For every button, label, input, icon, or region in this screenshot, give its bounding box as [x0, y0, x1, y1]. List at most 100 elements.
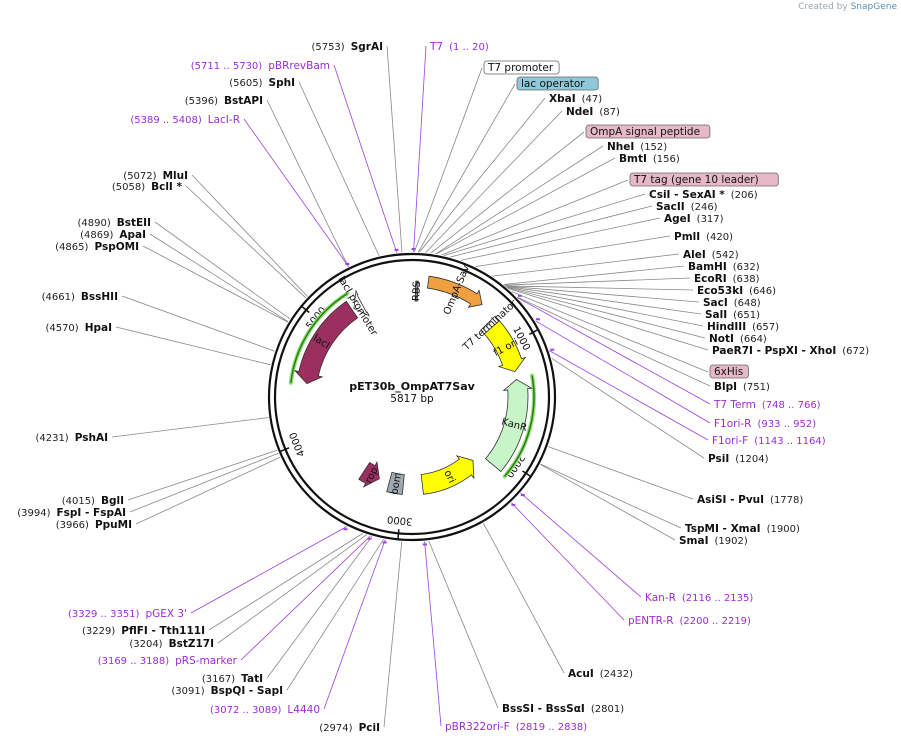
plasmid-name: pET30b_OmpAT7Sav — [349, 380, 475, 393]
site-label: (5711 .. 5730) pBRrevBam — [191, 60, 330, 72]
site-label-part: (3994) — [17, 508, 50, 519]
site-label: XbaI(47) — [549, 93, 602, 105]
site-labels: (5753)SgrAI(5711 .. 5730)pBRrevBam(5605)… — [17, 41, 869, 734]
site-label-part: (3329 .. 3351) — [68, 609, 140, 620]
site-label-part: (748 .. 766) — [762, 400, 821, 411]
site-label-part: EcoRI — [694, 273, 727, 285]
site-label-part: NotI — [709, 333, 734, 345]
leader-line — [504, 277, 691, 286]
tick-mark — [397, 529, 400, 539]
site-label-part: (3167) — [202, 674, 235, 685]
leader-line — [540, 464, 676, 541]
leader-line — [508, 288, 709, 351]
leader-line — [115, 326, 271, 366]
leader-line — [129, 452, 279, 513]
site-label-part: (1204) — [735, 454, 768, 465]
tick-mark — [301, 306, 310, 314]
site-label-part: BspQI — [211, 685, 246, 697]
site-label-part: PflFI — [121, 625, 148, 637]
feature-label: RBS — [411, 281, 423, 301]
site-label-part: (317) — [697, 214, 724, 225]
site-label-part: F1ori-R — [714, 418, 751, 430]
leader-line — [505, 285, 694, 291]
site-label: BmtI(156) — [619, 153, 680, 165]
leader-line — [111, 417, 269, 438]
site-label-part: (651) — [733, 310, 760, 321]
site-label: (4231)PshAI — [35, 432, 108, 444]
site-label: (3204)BstZ17I — [129, 638, 214, 650]
site-label-part: pBRrevBam — [268, 60, 330, 72]
site-label-part: TspMI — [685, 523, 719, 535]
site-label: AcuI(2432) — [568, 668, 633, 680]
site-label-part: AgeI — [664, 213, 691, 225]
site-label-part: TatI — [241, 673, 263, 685]
site-label-part: (206) — [731, 190, 758, 201]
leader-line — [190, 526, 348, 614]
feature-box-label: OmpA signal peptide — [590, 126, 700, 138]
primer-mark — [550, 348, 555, 351]
site-label-part: PpuMI — [95, 519, 132, 531]
site-label-part: (3966) — [56, 520, 89, 531]
site-label-part: (1902) — [715, 536, 748, 547]
site-label-part: (3169 .. 3188) — [98, 656, 170, 667]
leader-line — [475, 235, 671, 268]
site-label: CsiI - SexAI *(206) — [649, 189, 758, 201]
leader-line — [333, 64, 398, 253]
site-label-part: LacI-R — [208, 114, 240, 126]
site-label: BamHI(632) — [688, 261, 760, 273]
site-label-part: AleI — [683, 249, 706, 261]
feature-rop — [358, 460, 380, 488]
site-label-part: (1900) — [767, 524, 800, 535]
site-label-part: (2819 .. 2838) — [516, 722, 588, 733]
site-label: T7 Term(748 .. 766) — [713, 399, 821, 411]
site-label: HindIII(657) — [707, 321, 779, 333]
feature-box-label: lac operator — [521, 78, 585, 90]
leader-line — [266, 99, 349, 267]
site-label-part: PspOMI — [94, 241, 139, 253]
site-label-part: (4015) — [62, 496, 95, 507]
feature-rbs — [414, 280, 419, 302]
site-label-part: SgrAI — [351, 41, 383, 53]
feature-box — [483, 60, 560, 75]
orf-arc — [290, 292, 348, 383]
site-label: (3994)FspI - FspAI — [17, 507, 126, 519]
site-label-part: BglI — [101, 495, 124, 507]
leader-line — [413, 67, 483, 253]
site-label-part: AsiSI — [697, 494, 726, 506]
leader-line — [286, 538, 384, 691]
primer-mark — [345, 262, 350, 265]
leader-line — [443, 193, 646, 256]
leader-line — [483, 523, 565, 674]
feature-laci — [293, 300, 359, 385]
site-label: pBR322ori-F(2819 .. 2838) — [445, 721, 587, 733]
site-label: NheI(152) — [607, 141, 667, 153]
leader-line — [419, 97, 546, 253]
feature-bom — [386, 471, 405, 495]
site-label-part: MluI — [163, 170, 188, 182]
site-label: AgeI (317) — [664, 213, 724, 225]
leader-line — [424, 541, 442, 727]
leader-line — [460, 217, 661, 261]
site-label-part: (3072 .. 3089) — [210, 705, 282, 716]
site-label-part: (638) — [733, 274, 760, 285]
site-label-part: HpaI — [85, 322, 112, 334]
site-label: (3966) PpuMI — [56, 519, 132, 531]
site-label: PmlI(420) — [674, 231, 733, 243]
leader-line — [540, 463, 682, 529]
site-label-part: BclI * — [151, 181, 182, 193]
leader-line — [505, 285, 702, 315]
site-label-part: (672) — [842, 346, 869, 357]
site-label: (2974)PciI — [319, 722, 380, 734]
label-leader-lines — [111, 45, 711, 728]
tick-label: 4000 — [288, 430, 308, 458]
site-label-part: HindIII — [707, 321, 746, 333]
leader-line — [551, 357, 705, 459]
site-label-part: (1143 .. 1164) — [754, 436, 826, 447]
site-label: SmaI(1902) — [679, 535, 748, 547]
tick-mark — [528, 329, 538, 335]
site-label: F1ori-F(1143 .. 1164) — [712, 435, 826, 447]
site-label: (4890)BstEII — [77, 217, 151, 229]
site-label-part: (5711 .. 5730) — [191, 61, 263, 72]
leader-line — [386, 45, 403, 253]
